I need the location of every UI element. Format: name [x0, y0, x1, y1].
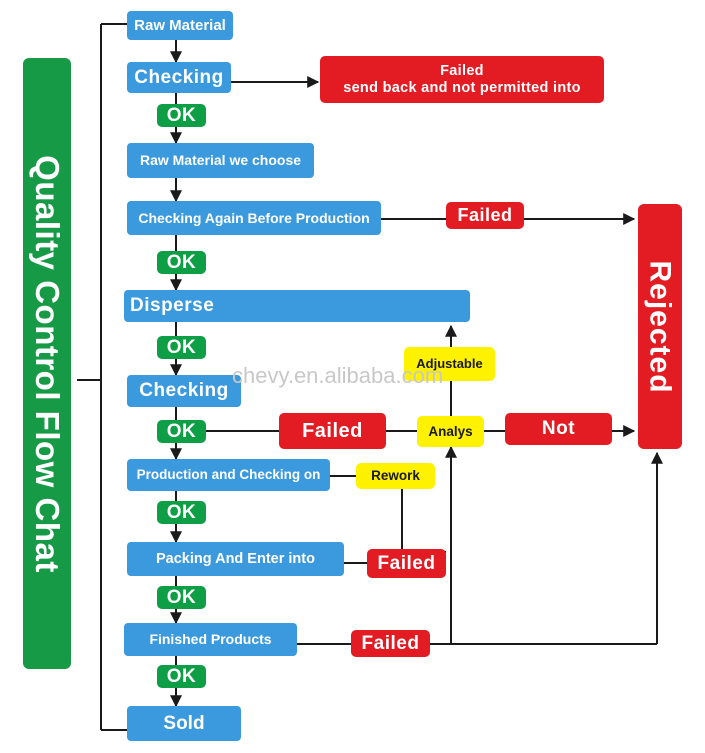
node-disperse: Disperse — [124, 290, 470, 322]
node-sold: Sold — [127, 706, 241, 741]
node-raw-material-choose: Raw Material we choose — [127, 143, 314, 178]
rework-box: Rework — [356, 463, 435, 489]
watermark: chevy.en.alibaba.com — [232, 363, 444, 388]
rejected-label: Rejected — [644, 259, 677, 394]
rejected-box: Rejected — [638, 204, 682, 449]
ok-badge-6: OK — [157, 586, 206, 609]
node-checking-again: Checking Again Before Production — [127, 201, 381, 235]
node-packing: Packing And Enter into — [127, 542, 344, 576]
failed-send-back-title: Failed — [440, 62, 484, 79]
failed-box-checking-again: Failed — [446, 202, 524, 229]
ok-badge-2: OK — [157, 251, 206, 274]
not-box: Not — [505, 413, 612, 445]
ok-badge-5: OK — [157, 501, 206, 524]
node-production-checking: Production and Checking on — [127, 459, 330, 491]
node-raw-material: Raw Material — [127, 11, 233, 40]
diagram-title: Quality Control Flow Chat — [29, 154, 66, 573]
ok-badge-3: OK — [157, 336, 206, 359]
analys-box: Analys — [417, 416, 484, 447]
ok-badge-4: OK — [157, 420, 206, 443]
failed-send-back-box: Failed send back and not permitted into — [320, 56, 604, 103]
failed-send-back-detail: send back and not permitted into — [343, 79, 581, 96]
node-checking-2: Checking — [127, 375, 241, 407]
node-checking-1: Checking — [127, 62, 231, 93]
adjustable-box: Adjustable — [404, 347, 495, 381]
failed-box-finished: Failed — [351, 630, 430, 657]
node-finished-products: Finished Products — [124, 623, 297, 656]
title-banner: Quality Control Flow Chat — [23, 58, 71, 669]
ok-badge-1: OK — [157, 104, 206, 127]
ok-badge-7: OK — [157, 665, 206, 688]
failed-box-packing: Failed — [367, 549, 446, 578]
failed-box-checking-2: Failed — [279, 413, 386, 449]
